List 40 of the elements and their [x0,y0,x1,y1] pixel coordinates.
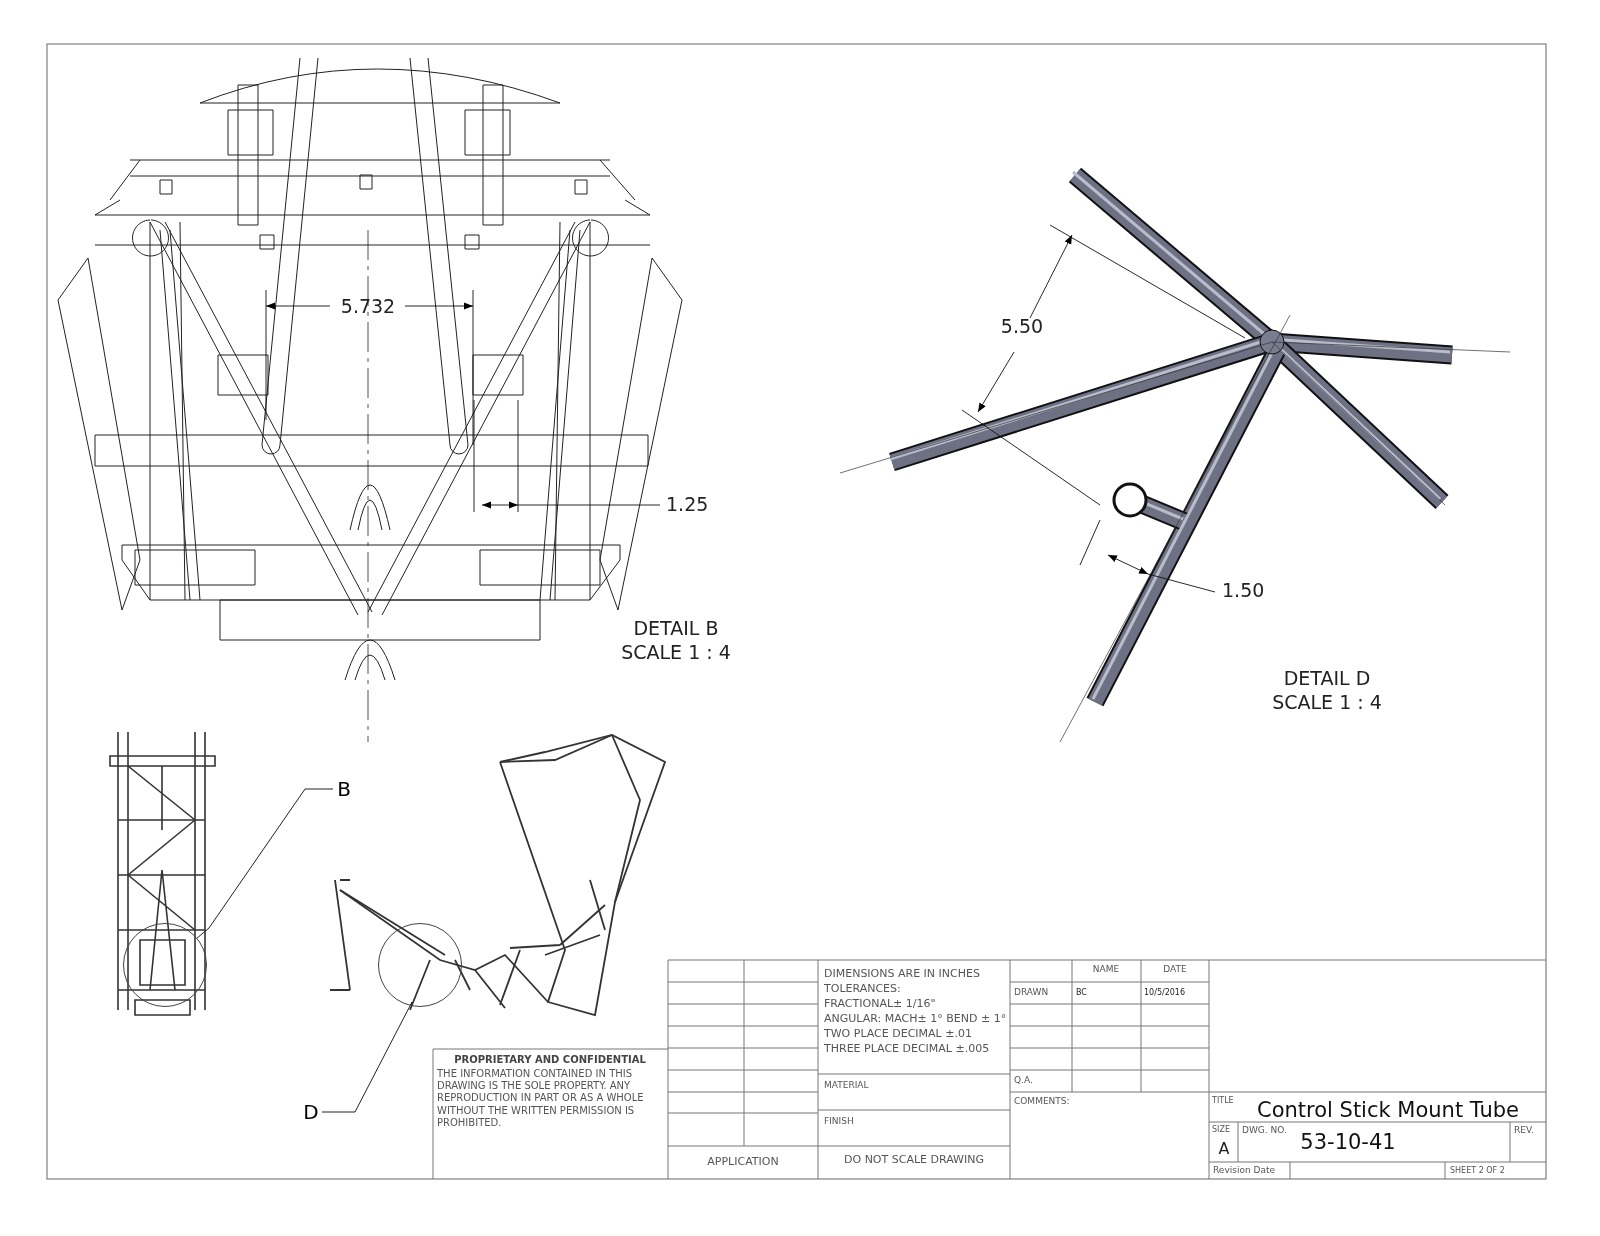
title-block-text: THREE PLACE DECIMAL ±.005 [824,1043,990,1056]
title-block-text: ANGULAR: MACH± 1° BEND ± 1° [824,1013,1007,1026]
title-block-text: SHEET 2 OF 2 [1450,1166,1505,1176]
view-label: DETAIL B [633,618,719,640]
title-block-text: TOLERANCES: [824,983,901,996]
callout-letter: B [333,777,355,801]
title-block-text: DWG. NO. [1242,1125,1287,1136]
view-label: SCALE 1 : 4 [621,642,731,664]
title-block-text: COMMENTS: [1014,1096,1070,1107]
drawing-title: Control Stick Mount Tube [1256,1098,1520,1123]
leader-line [196,788,334,939]
column-heading: DATE [1163,964,1187,975]
title-block-text: Revision Date [1213,1165,1275,1176]
title-block-text: TWO PLACE DECIMAL ±.01 [824,1028,972,1041]
view-label: SCALE 1 : 4 [1272,692,1382,714]
view-label: DETAIL D [1283,668,1371,690]
title-block-text: TITLE [1212,1096,1234,1106]
title-block-text: DIMENSIONS ARE IN INCHES [824,968,980,981]
title-block-text: SIZE [1212,1125,1230,1135]
dimension-value: 5.50 [1000,316,1044,338]
column-heading: NAME [1092,964,1120,975]
sheet-size: A [1218,1140,1230,1159]
title-block-text: APPLICATION [707,1156,779,1169]
leader-line [321,1001,413,1113]
dimension-value: 1.50 [1222,580,1265,602]
title-block-heading: PROPRIETARY AND CONFIDENTIAL [454,1054,646,1066]
dimension-value: 5.732 [340,296,396,318]
title-block-text: MATERIAL [824,1080,869,1091]
title-block-text: BC [1076,988,1087,998]
title-block-text: FINISH [824,1116,854,1127]
title-block-text: DO NOT SCALE DRAWING [844,1154,984,1167]
title-block-text: REV. [1514,1125,1534,1136]
title-block-text: FRACTIONAL± 1/16" [824,998,936,1011]
title-block-text: Q.A. [1014,1075,1033,1086]
callout-letter: D [300,1100,322,1124]
title-block-text: 10/5/2016 [1144,988,1186,998]
drawing-number: 53-10-41 [1300,1130,1396,1155]
title-block-text: DRAWN [1014,987,1049,998]
dimension-value: 1.25 [666,494,709,516]
confidentiality-notice: THE INFORMATION CONTAINED IN THIS DRAWING IS THE SOLE PROPERTY. ANY REPRODUCTION IN PART OR AS A WHOLE WITHOUT THE WRITTEN PERMISSION IS PROHIBITED. [437,1068,645,1129]
